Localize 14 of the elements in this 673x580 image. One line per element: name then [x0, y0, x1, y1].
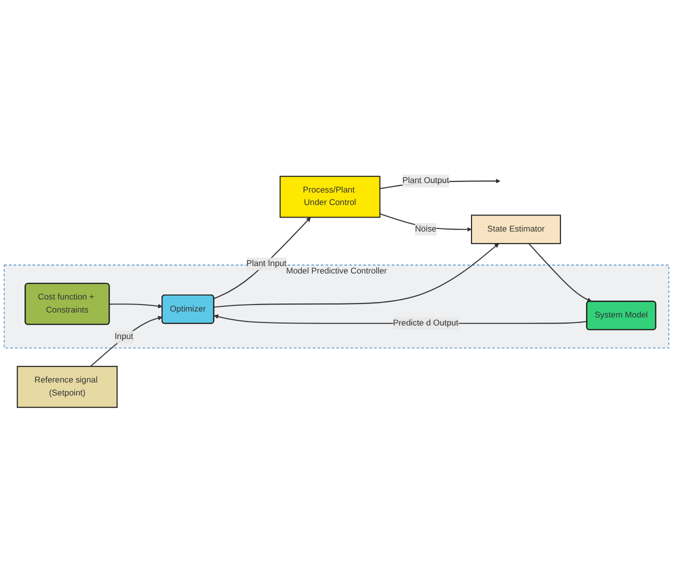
edge-label: Predicte d Output [393, 318, 458, 328]
arrow [90, 316, 162, 367]
edge-label: Plant Input [246, 258, 287, 268]
arrow [214, 216, 311, 299]
arrow [109, 303, 162, 308]
node-box: Process/Plant Under Control [280, 176, 380, 218]
arrow [380, 213, 472, 232]
node-box: Reference signal (Setpoint) [16, 366, 118, 408]
edge-label: Noise [414, 224, 436, 234]
arrow [528, 242, 592, 302]
node-box: State Estimator [471, 214, 561, 244]
arrow [214, 243, 500, 308]
edge-label: Plant Output [402, 176, 450, 185]
edge-label: Input [114, 332, 134, 342]
